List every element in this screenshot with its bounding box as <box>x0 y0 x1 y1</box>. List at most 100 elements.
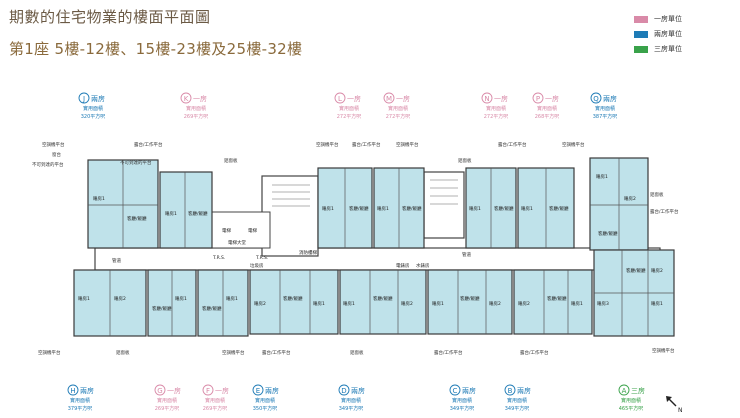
room-label: 客廳/飯廳 <box>127 215 147 222</box>
room-label: 客廳/飯廳 <box>349 205 369 212</box>
room-label: 客廳/飯廳 <box>494 205 514 212</box>
annotation: 鋁窗板 <box>224 157 238 164</box>
unit-marker-M: M 一房 實用面積 272平方呎 <box>383 92 410 120</box>
bottom-unit-markers: H 兩房 實用面積 379平方呎 G 一房 實用面積 269平方呎 F 一房 實… <box>67 384 645 412</box>
svg-text:F: F <box>206 387 210 395</box>
svg-text:兩房: 兩房 <box>351 386 365 395</box>
svg-text:實用面積: 實用面積 <box>341 397 361 404</box>
room-labels: 睡房1 客廳/飯廳 睡房1 客廳/飯廳 睡房1 客廳/飯廳 睡房1 客廳/飯廳 … <box>78 173 663 312</box>
top-unit-markers: J 兩房 實用面積 320平方呎 K 一房 實用面積 269平方呎 L 一房 實… <box>78 92 617 120</box>
room-label: 客廳/飯廳 <box>152 305 172 312</box>
core-area <box>94 171 661 271</box>
room-label: 水錶房 <box>416 262 430 269</box>
room-label: 管道 <box>462 251 471 258</box>
room-label: 睡房2 <box>401 300 413 307</box>
svg-text:一房: 一房 <box>396 94 410 103</box>
annotation: 空調機平台 <box>42 141 65 148</box>
svg-text:465平方呎: 465平方呎 <box>619 405 644 412</box>
room-label: 客廳/飯廳 <box>402 205 422 212</box>
room-label: 睡房3 <box>597 300 609 307</box>
annotation: 鋁窗板 <box>458 157 472 164</box>
room-label: 睡房1 <box>571 300 583 307</box>
room-label: 睡房1 <box>343 300 355 307</box>
room-label: 睡房2 <box>114 295 126 302</box>
room-label: 客廳/飯廳 <box>598 230 618 237</box>
room-label: 客廳/飯廳 <box>547 295 567 302</box>
room-label: 睡房2 <box>518 300 530 307</box>
svg-text:Q: Q <box>593 95 599 103</box>
legend-item-three-bed: 三房單位 <box>634 44 682 54</box>
svg-text:269平方呎: 269平方呎 <box>184 113 209 120</box>
unit-marker-D: D 兩房 實用面積 349平方呎 <box>338 384 365 412</box>
svg-text:兩房: 兩房 <box>462 386 476 395</box>
unit-marker-B: B 兩房 實用面積 349平方呎 <box>504 384 531 412</box>
room-label: 睡房1 <box>596 173 608 180</box>
svg-text:實用面積: 實用面積 <box>186 105 206 112</box>
svg-text:兩房: 兩房 <box>517 386 531 395</box>
legend-swatch-green <box>634 45 648 53</box>
annotation: 露台/工作平台 <box>352 141 381 148</box>
svg-text:一房: 一房 <box>193 94 207 103</box>
svg-text:272平方呎: 272平方呎 <box>484 113 509 120</box>
svg-text:379平方呎: 379平方呎 <box>68 405 93 412</box>
room-label: 電錶房 <box>396 262 410 269</box>
room-label: 睡房1 <box>322 205 334 212</box>
svg-text:兩房: 兩房 <box>91 94 105 103</box>
room-label: 睡房2 <box>489 300 501 307</box>
annotation: 空調機平台 <box>222 349 245 356</box>
room-label: 睡房1 <box>226 295 238 302</box>
svg-text:一房: 一房 <box>347 94 361 103</box>
svg-text:一房: 一房 <box>167 386 181 395</box>
svg-text:269平方呎: 269平方呎 <box>155 405 180 412</box>
page-title: 期數的住宅物業的樓面平面圖 <box>9 8 211 26</box>
room-label: 客廳/飯廳 <box>283 295 303 302</box>
annotation: 空調機平台 <box>562 141 585 148</box>
svg-text:一房: 一房 <box>494 94 508 103</box>
annotation: 鋁窗板 <box>116 349 130 356</box>
room-label: 電梯 <box>222 227 231 234</box>
svg-text:實用面積: 實用面積 <box>621 397 641 404</box>
svg-text:三房: 三房 <box>631 386 645 395</box>
svg-text:C: C <box>453 387 458 395</box>
legend-item-one-bed: 一房單位 <box>634 14 682 24</box>
svg-text:M: M <box>386 95 392 103</box>
room-label: 睡房1 <box>377 205 389 212</box>
legend-swatch-pink <box>634 15 648 23</box>
svg-text:實用面積: 實用面積 <box>507 397 527 404</box>
annotation: 窗台 <box>52 151 61 158</box>
svg-text:實用面積: 實用面積 <box>537 105 557 112</box>
annotation: 空調機平台 <box>652 347 675 354</box>
unit-marker-K: K 一房 實用面積 269平方呎 <box>180 92 209 120</box>
room-label: 睡房1 <box>78 295 90 302</box>
unit-marker-Q: Q 兩房 實用面積 387平方呎 <box>590 92 617 120</box>
svg-text:實用面積: 實用面積 <box>486 105 506 112</box>
svg-text:350平方呎: 350平方呎 <box>253 405 278 412</box>
room-label: 睡房2 <box>624 195 636 202</box>
svg-text:實用面積: 實用面積 <box>388 105 408 112</box>
legend-swatch-blue <box>634 30 648 38</box>
room-label: 電梯 <box>248 227 257 234</box>
room-label: T.R.S. <box>212 255 225 261</box>
unit-marker-P: P 一房 實用面積 268平方呎 <box>532 92 559 120</box>
svg-text:一房: 一房 <box>215 386 229 395</box>
svg-text:實用面積: 實用面積 <box>452 397 472 404</box>
unit-marker-C: C 兩房 實用面積 349平方呎 <box>449 384 476 412</box>
room-label: 睡房1 <box>93 195 105 202</box>
unit-marker-H: H 兩房 實用面積 379平方呎 <box>67 384 94 412</box>
svg-text:P: P <box>536 95 540 103</box>
room-label: 睡房2 <box>254 300 266 307</box>
room-label: 客廳/飯廳 <box>549 205 569 212</box>
page-subtitle: 第1座 5樓-12樓、15樓-23樓及25樓-32樓 <box>9 40 303 58</box>
annotation: 露台/工作平台 <box>650 208 679 215</box>
interior-walls <box>88 158 674 336</box>
annotation: 露台/工作平台 <box>498 141 527 148</box>
unit-marker-J: J 兩房 實用面積 320平方呎 <box>78 92 105 120</box>
legend-label: 一房單位 <box>654 15 682 23</box>
room-label: 垃圾房 <box>250 262 264 269</box>
annotation: 鋁窗板 <box>650 191 664 198</box>
svg-text:實用面積: 實用面積 <box>205 397 225 404</box>
room-label: 消防樓梯 <box>299 249 317 256</box>
room-label: 睡房1 <box>175 295 187 302</box>
svg-text:兩房: 兩房 <box>603 94 617 103</box>
